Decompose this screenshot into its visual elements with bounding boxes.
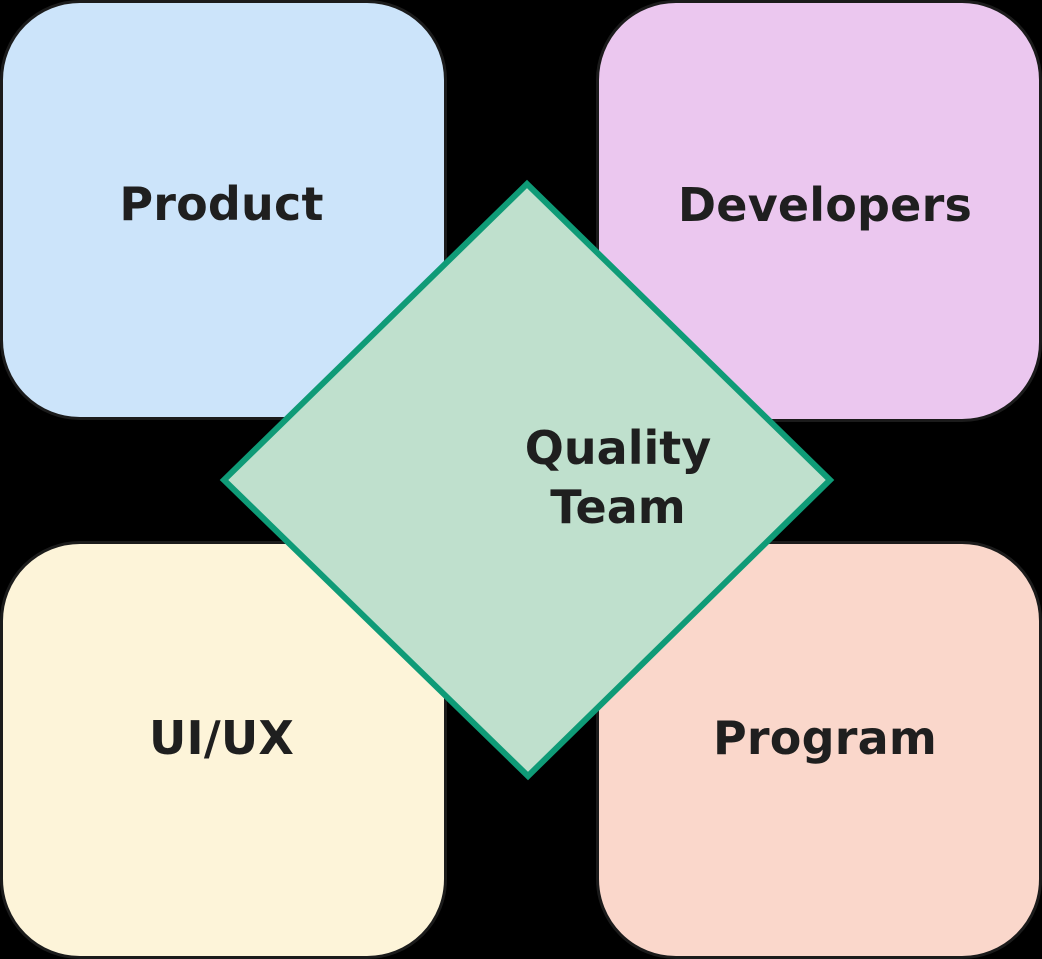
quadrant-product[interactable]: Product [0, 0, 447, 420]
quadrant-developers-label: Developers [677, 177, 973, 232]
diamond-svg [219, 179, 835, 781]
quadrant-developers[interactable]: Developers [596, 0, 1042, 422]
quadrant-uiux-label: UI/UX [148, 710, 295, 765]
diamond-polygon [219, 179, 835, 781]
quadrant-program[interactable]: Program [596, 541, 1042, 959]
center-diamond-shape[interactable] [218, 178, 836, 782]
quadrant-product-label: Product [119, 176, 324, 231]
quadrant-program-label: Program [713, 710, 937, 765]
